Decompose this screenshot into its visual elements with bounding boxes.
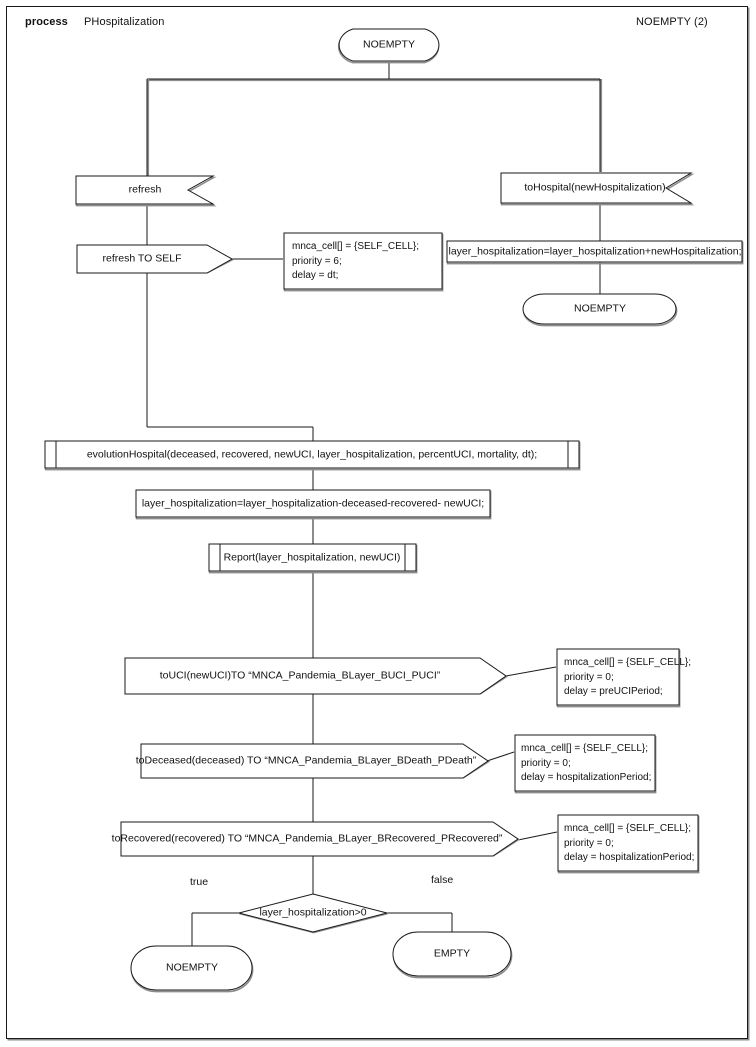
diagram-frame bbox=[6, 6, 748, 1039]
branch-true-label: true bbox=[190, 876, 209, 888]
task-subtract[interactable] bbox=[135, 489, 492, 520]
note-refresh-line-1: mnca_cell[] = {SELF_CELL}; bbox=[292, 241, 420, 252]
note-touci-text: mnca_cell[] = {SELF_CELL}; priority = 0;… bbox=[564, 656, 691, 700]
procedure-evolution-hospital[interactable] bbox=[44, 440, 581, 471]
note-todeceased-line-3: delay = hospitalizationPeriod; bbox=[521, 772, 652, 783]
task-add-hospitalization[interactable] bbox=[446, 240, 744, 265]
header-keyword: process bbox=[25, 16, 68, 28]
note-torecovered-line-3: delay = hospitalizationPeriod; bbox=[564, 852, 695, 863]
note-todeceased-line-1: mnca_cell[] = {SELF_CELL}; bbox=[521, 743, 649, 754]
state-start[interactable] bbox=[337, 28, 440, 64]
note-refresh-text: mnca_cell[] = {SELF_CELL}; priority = 6;… bbox=[292, 240, 419, 284]
input-refresh[interactable] bbox=[75, 175, 217, 207]
state-empty-false[interactable] bbox=[392, 931, 513, 979]
connector-decision-branches bbox=[191, 912, 453, 946]
input-tohospital[interactable] bbox=[500, 172, 695, 206]
note-refresh-line-2: priority = 6; bbox=[292, 255, 342, 267]
connector-start-to-split bbox=[146, 62, 603, 178]
header-process-name: PHospitalization bbox=[84, 16, 165, 28]
connector-left-branch bbox=[146, 205, 314, 441]
note-torecovered-text: mnca_cell[] = {SELF_CELL}; priority = 0;… bbox=[564, 822, 694, 866]
note-touci bbox=[556, 648, 681, 708]
state-after-hospital[interactable] bbox=[522, 293, 678, 327]
header-state-right: NOEMPTY (2) bbox=[636, 16, 708, 28]
note-refresh bbox=[283, 232, 444, 292]
note-touci-line-1: mnca_cell[] = {SELF_CELL}; bbox=[564, 657, 692, 668]
output-torecovered[interactable] bbox=[120, 821, 521, 857]
state-noempty-true[interactable] bbox=[130, 945, 254, 993]
connector-note-leaders bbox=[232, 258, 558, 841]
output-refresh-to-self[interactable] bbox=[76, 244, 235, 274]
note-torecovered bbox=[557, 814, 700, 874]
output-touci[interactable] bbox=[124, 657, 509, 695]
note-refresh-line-3: delay = dt; bbox=[292, 270, 339, 281]
procedure-report[interactable] bbox=[208, 543, 418, 574]
output-todeceased[interactable] bbox=[140, 743, 491, 779]
note-todeceased-line-2: priority = 0; bbox=[521, 757, 571, 769]
branch-false-label: false bbox=[431, 874, 454, 886]
decision-layer-hospitalization[interactable] bbox=[238, 893, 388, 934]
note-torecovered-line-2: priority = 0; bbox=[564, 837, 614, 849]
note-todeceased-text: mnca_cell[] = {SELF_CELL}; priority = 0;… bbox=[521, 742, 651, 786]
note-touci-line-2: priority = 0; bbox=[564, 671, 614, 683]
note-todeceased bbox=[514, 734, 657, 794]
note-touci-line-3: delay = preUCIPeriod; bbox=[564, 686, 663, 697]
note-torecovered-line-1: mnca_cell[] = {SELF_CELL}; bbox=[564, 823, 692, 834]
